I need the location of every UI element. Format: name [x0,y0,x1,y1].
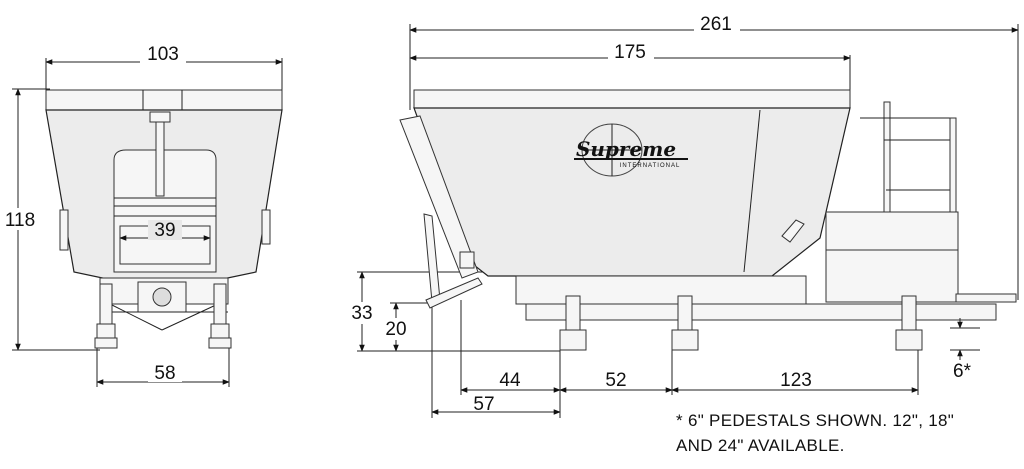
dim-side-overall: 261 [700,14,732,35]
side-view: Supreme INTERNATIONAL [350,14,1019,418]
dim-side-a: 44 [499,370,521,391]
dim-front-height: 118 [5,210,35,231]
dim-side-pedestal-height: 20 [385,319,406,340]
side-discharge-door [425,277,483,309]
side-hopper-body [413,107,851,277]
front-pedestal-left [96,323,116,339]
front-rod [155,113,165,197]
dim-side-c: 123 [780,370,812,391]
note-line-2: AND 24" AVAILABLE. [676,436,845,455]
dim-side-frame-height: 33 [351,303,372,324]
side-base-frame [515,275,807,305]
side-front-chute [399,115,479,279]
front-pedestal-right [210,323,230,339]
logo-sub: INTERNATIONAL [620,163,681,169]
front-view: 103 118 39 58 [0,42,283,387]
side-skid-rail [525,303,997,321]
side-pedestal-2 [671,329,699,351]
side-pedestal-1 [559,329,587,351]
side-motor-box-upper [825,211,959,251]
side-pedestal-3 [895,329,923,351]
dim-front-window: 39 [154,220,175,241]
dim-side-b: 52 [605,370,626,391]
dim-front-base-width: 58 [154,363,175,384]
front-top-rim [45,89,283,111]
side-motor-box-lower [825,249,959,303]
dim-side-box: 175 [614,42,646,63]
side-top-rim [413,89,851,109]
dim-front-top-width: 103 [147,44,179,65]
note-line-1: * 6" PEDESTALS SHOWN. 12", 18" [676,411,955,430]
dim-side-d: 57 [473,394,494,415]
logo-brand: Supreme [576,137,676,161]
dim-side-pedestal: 6* [953,361,972,382]
